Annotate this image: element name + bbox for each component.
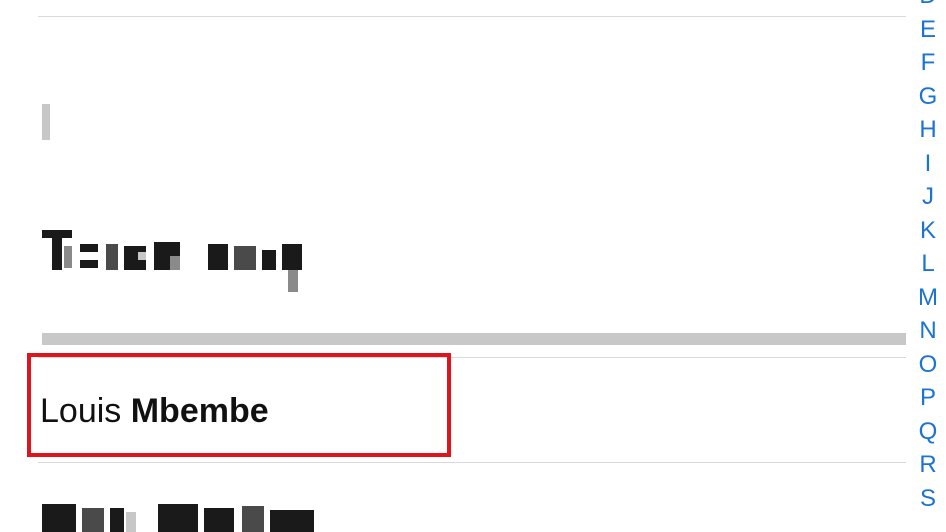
index-letter-q[interactable]: Q [918, 417, 938, 445]
index-letter-e[interactable]: E [919, 15, 936, 43]
index-letter-o[interactable]: O [918, 350, 938, 378]
index-letter-f[interactable]: F [920, 49, 936, 76]
redacted-contact-row[interactable] [38, 226, 338, 296]
alphabet-index-bar[interactable]: DEFGHIJKLMNOPQRS [910, 0, 946, 532]
index-letter-n[interactable]: N [919, 317, 937, 344]
contact-first-name: Louis [40, 392, 122, 430]
index-letter-s[interactable]: S [919, 484, 936, 512]
index-letter-h[interactable]: H [919, 116, 937, 143]
index-letter-m[interactable]: M [918, 283, 938, 311]
highlight-box [27, 353, 451, 457]
redacted-contact-row[interactable] [38, 498, 338, 532]
contact-last-name: Mbembe [130, 392, 269, 430]
index-letter-g[interactable]: G [918, 82, 938, 110]
row-divider [38, 357, 906, 358]
index-letter-l[interactable]: L [921, 250, 935, 277]
redacted-section-header [38, 100, 60, 142]
index-letter-k[interactable]: K [919, 216, 936, 244]
row-divider [38, 16, 906, 17]
row-divider [38, 462, 906, 463]
contact-name: Louis Mbembe [40, 392, 269, 431]
index-letter-d[interactable]: D [910, 0, 946, 8]
index-letter-p[interactable]: P [919, 384, 936, 411]
section-separator-bar [42, 333, 906, 345]
index-letter-r[interactable]: R [919, 451, 937, 478]
index-letter-j[interactable]: J [922, 183, 934, 210]
index-letter-i[interactable]: I [924, 149, 932, 177]
contact-row-louis-mbembe[interactable]: Louis Mbembe [38, 358, 906, 462]
